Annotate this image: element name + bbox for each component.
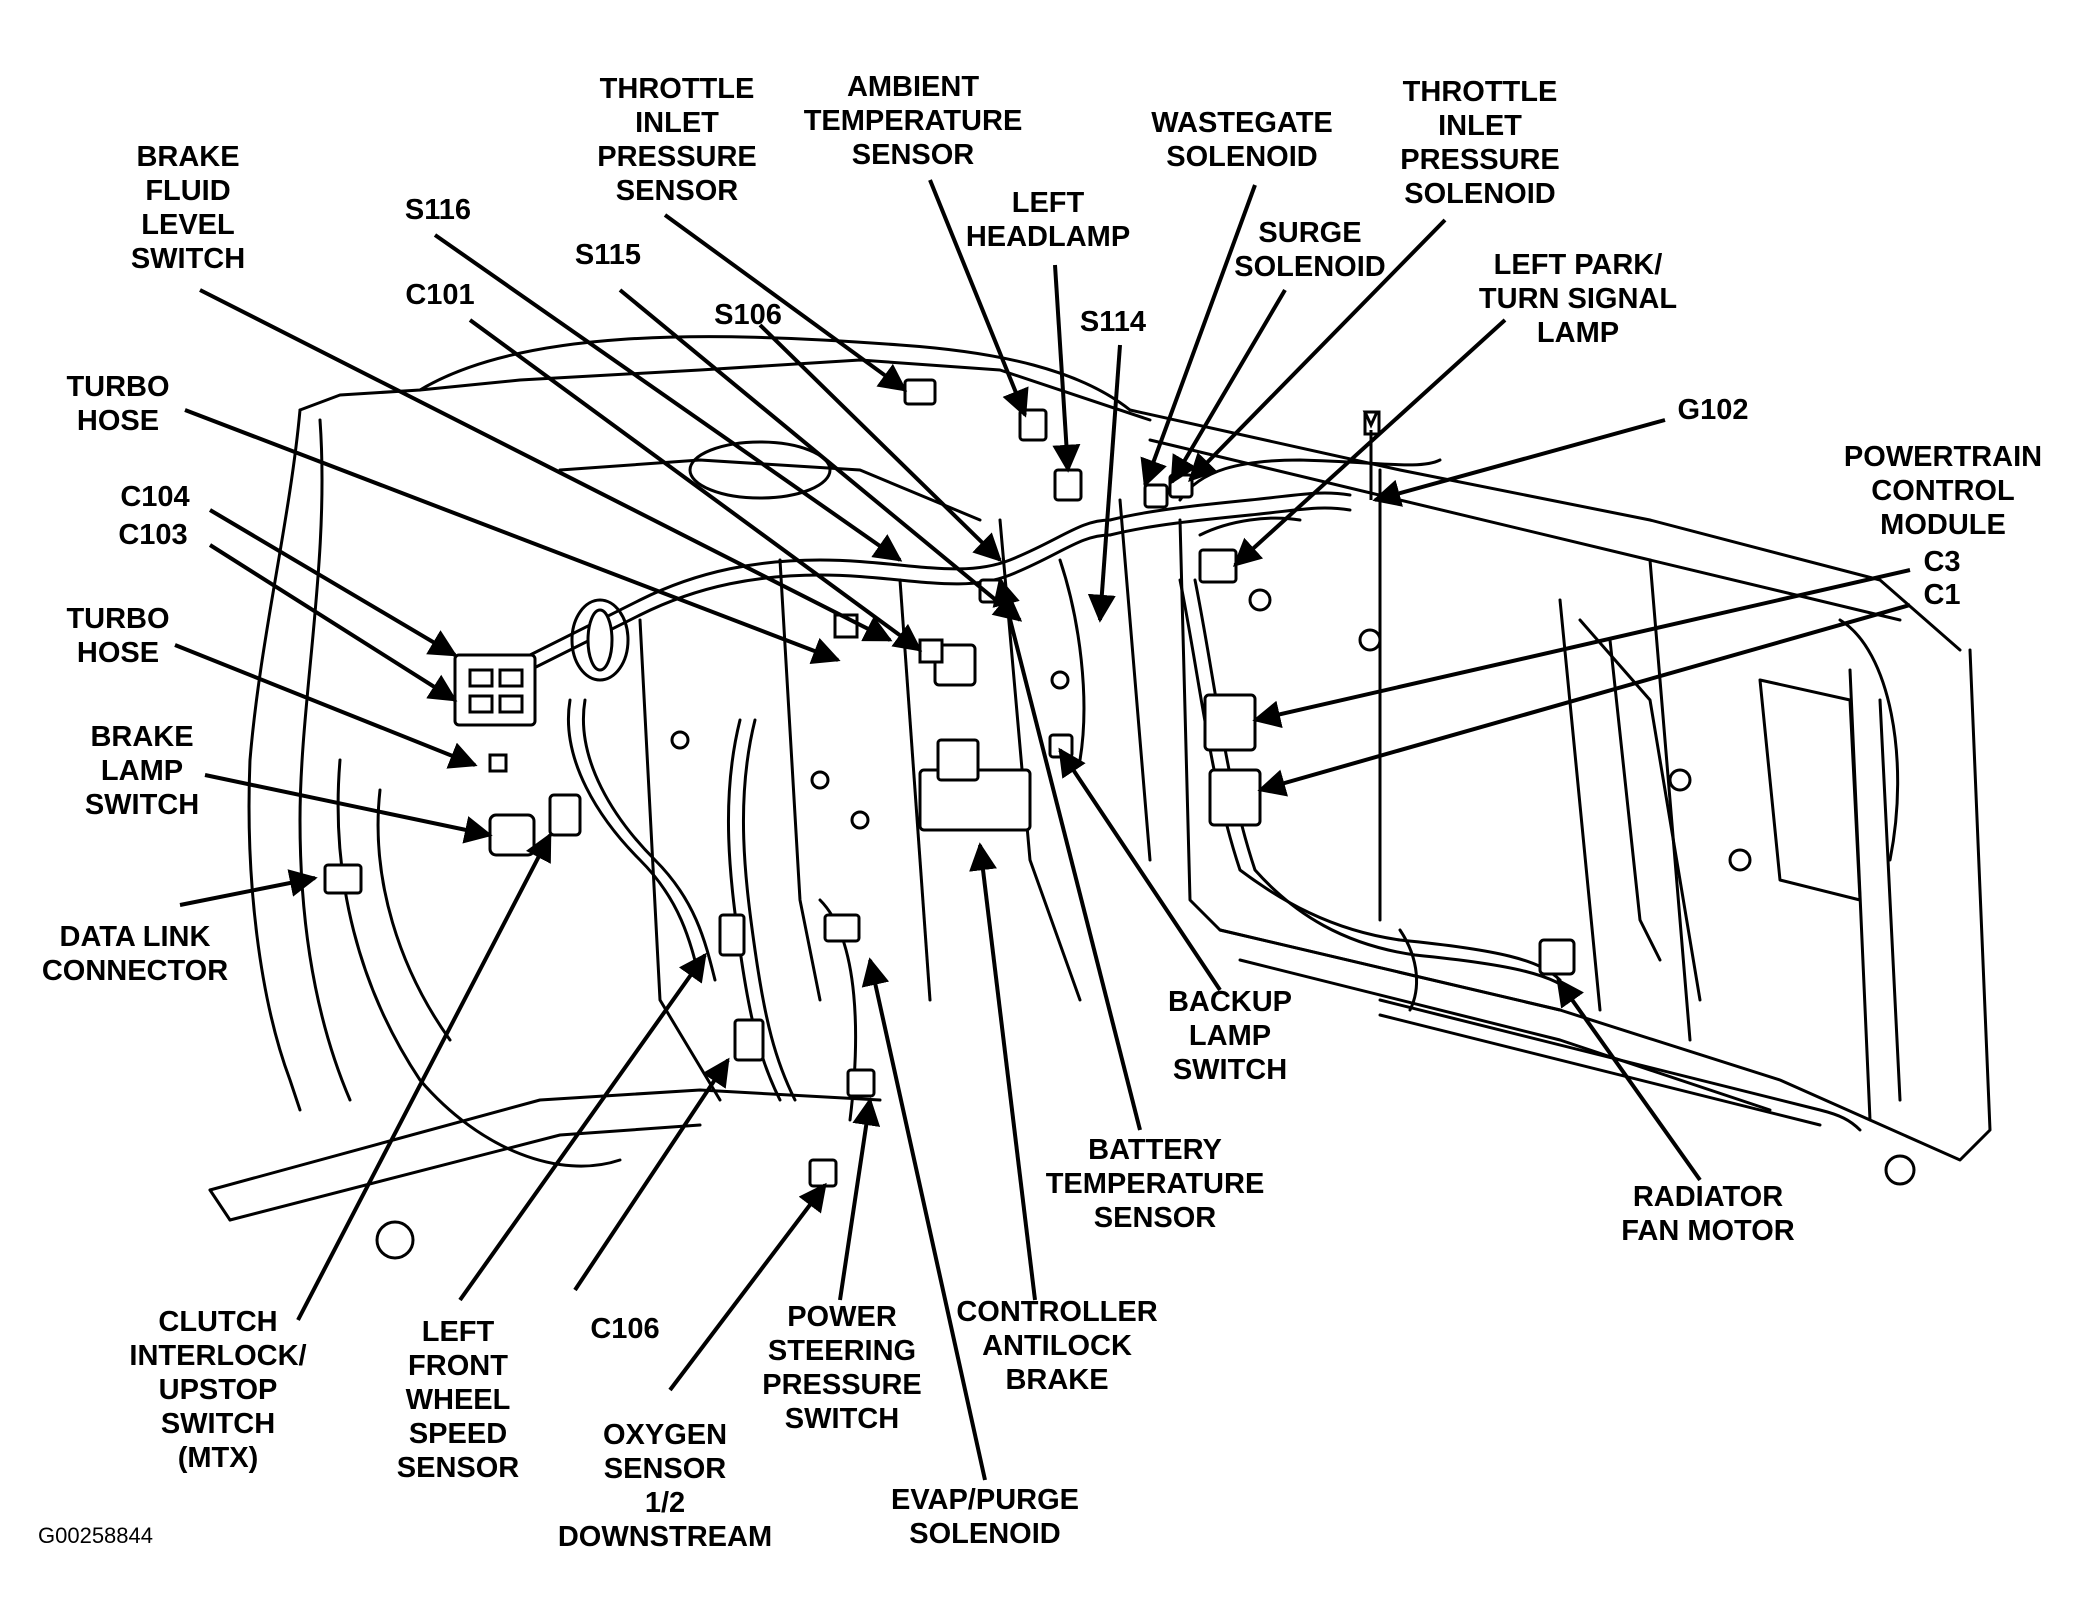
label-powertrain-control-module: POWERTRAIN CONTROL MODULE	[1843, 441, 2043, 541]
label-battery-temperature-sensor: BATTERY TEMPERATURE SENSOR	[1045, 1134, 1265, 1234]
label-turbo-hose-upper: TURBO HOSE	[66, 371, 170, 437]
label-s106: S106	[714, 299, 782, 331]
label-c3: C3	[1923, 546, 1961, 578]
connectors	[323, 378, 1576, 1188]
label-c101: C101	[405, 279, 475, 311]
label-c104: C104	[120, 481, 190, 513]
body-structure	[208, 335, 1992, 1260]
label-radiator-fan-motor: RADIATOR FAN MOTOR	[1621, 1181, 1795, 1247]
ground-bolt-icon	[1362, 410, 1380, 500]
figure-id: G00258844	[38, 1523, 153, 1548]
label-ambient-temperature-sensor: AMBIENT TEMPERATURE SENSOR	[803, 71, 1023, 171]
label-throttle-inlet-pressure-sensor: THROTTLE INLET PRESSURE SENSOR	[597, 73, 757, 207]
label-c103: C103	[118, 519, 188, 551]
label-c106: C106	[590, 1313, 660, 1345]
label-left-park-turn-signal-lamp: LEFT PARK/ TURN SIGNAL LAMP	[1478, 249, 1678, 349]
label-surge-solenoid: SURGE SOLENOID	[1234, 217, 1386, 283]
label-brake-lamp-switch: BRAKE LAMP SWITCH	[84, 721, 200, 821]
label-throttle-inlet-pressure-solenoid: THROTTLE INLET PRESSURE SOLENOID	[1400, 76, 1560, 210]
label-s115: S115	[574, 239, 642, 271]
label-oxygen-sensor-downstream: OXYGEN SENSOR 1/2 DOWNSTREAM	[557, 1419, 773, 1553]
label-data-link-connector: DATA LINK CONNECTOR	[41, 921, 229, 987]
label-clutch-interlock-upstop-switch: CLUTCH INTERLOCK/ UPSTOP SWITCH (MTX)	[129, 1306, 307, 1474]
label-c1: C1	[1923, 579, 1961, 611]
label-g102: G102	[1677, 394, 1749, 426]
leader-lines	[174, 179, 1911, 1481]
label-left-front-wheel-speed-sensor: LEFT FRONT WHEEL SPEED SENSOR	[396, 1316, 520, 1484]
label-turbo-hose-lower: TURBO HOSE	[66, 603, 170, 669]
label-s114: S114	[1079, 306, 1147, 338]
label-wastegate-solenoid: WASTEGATE SOLENOID	[1151, 107, 1333, 173]
label-controller-antilock-brake: CONTROLLER ANTILOCK BRAKE	[956, 1296, 1158, 1396]
label-left-headlamp: LEFT HEADLAMP	[965, 187, 1131, 253]
label-s116: S116	[404, 194, 472, 226]
label-power-steering-pressure-switch: POWER STEERING PRESSURE SWITCH	[762, 1301, 922, 1435]
label-evap-purge-solenoid: EVAP/PURGE SOLENOID	[890, 1484, 1080, 1550]
label-backup-lamp-switch: BACKUP LAMP SWITCH	[1167, 986, 1293, 1086]
label-brake-fluid-level-switch: BRAKE FLUID LEVEL SWITCH	[130, 141, 246, 275]
